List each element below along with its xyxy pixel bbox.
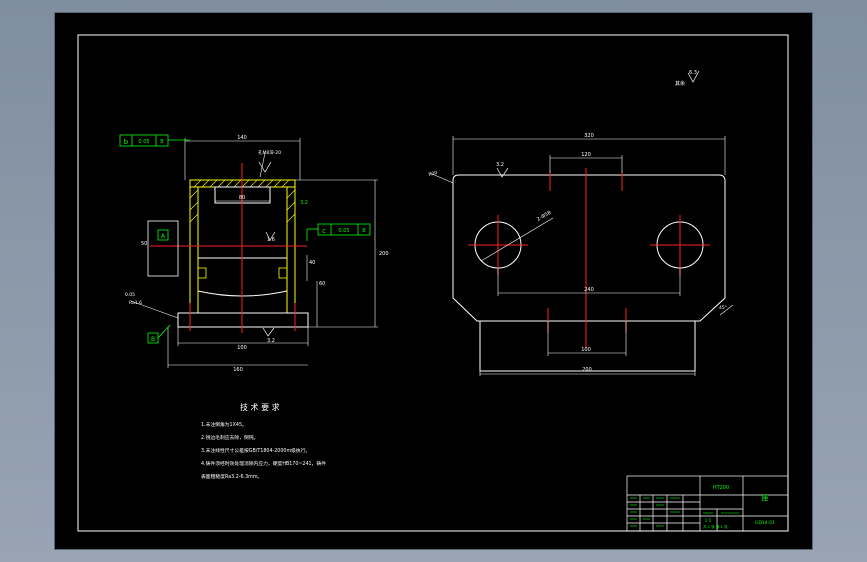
- tech-item-4: 4.铸件须经时效处理消除内应力，硬度HB170~241，铸件: [201, 460, 326, 467]
- roughness-symbol-a: [265, 231, 276, 241]
- small-note: Ra1.6: [129, 300, 142, 306]
- tech-item-2: 2.锐边毛刺应去除，倒钝。: [201, 434, 258, 441]
- drawing-number: GD14-01: [755, 520, 775, 526]
- corner-radius: R20: [428, 170, 438, 178]
- datum-b-ref: B: [160, 139, 164, 145]
- chamfer-angle: 45°: [719, 305, 727, 311]
- datum-c-value: 0.05: [338, 228, 349, 234]
- dim-lower-height: 60: [319, 281, 325, 287]
- roughness-value-b: 3.2: [267, 338, 275, 344]
- left-dimensions: [167, 138, 378, 368]
- dim-base-outer: 160: [233, 367, 243, 373]
- bore-left: [197, 267, 207, 279]
- dim-slot-top: 120: [581, 152, 591, 158]
- datum-a-box: [157, 229, 169, 241]
- cad-drawing: 140 80 100 160 200 40 60 50 孔M8深-20 1.6 …: [55, 13, 812, 549]
- datum-a-letter: A: [161, 233, 166, 240]
- drawing-sheet: 140 80 100 160 200 40 60 50 孔M8深-20 1.6 …: [55, 13, 812, 549]
- dim-hole-spacing: 240: [584, 287, 594, 293]
- datum-b-value: 0.05: [138, 139, 149, 145]
- datum-bottom-letter: B: [151, 336, 155, 343]
- sheet-background: [55, 13, 812, 549]
- title-block-fill: [630, 497, 739, 527]
- roughness-value-a: 1.6: [267, 237, 275, 243]
- title-block: [626, 475, 789, 532]
- dim-base-inner: 100: [237, 345, 247, 351]
- roughness-symbol-right: [496, 167, 509, 178]
- datum-c-ref: B: [362, 228, 366, 234]
- roughness-value-c: 3.2: [300, 200, 308, 206]
- general-roughness-symbol: [687, 70, 700, 83]
- datum-c-letter: c: [322, 227, 326, 235]
- bore-right: [278, 267, 288, 279]
- tolerance-frame-b: b 0.05 B: [119, 134, 190, 147]
- tolerance-frame-c: c 0.05 B: [306, 223, 371, 241]
- technical-requirements: 技 术 要 求 1.未注倒角为1X45。 2.锐边毛刺应去除，倒钝。 3.未注线…: [201, 402, 326, 480]
- right-view: 320 120 240 100 200 2-Φ58 R20 45° 3.2 6.…: [428, 70, 734, 376]
- dim-top-width: 140: [237, 135, 247, 141]
- sheet-count: 共 1 张 第 1 张: [703, 524, 728, 529]
- dim-slot-width: 80: [239, 195, 245, 201]
- thread-callout: 孔M8深-20: [258, 149, 281, 156]
- dim-slot-bottom: 100: [581, 347, 591, 353]
- roughness-value-right: 3.2: [496, 162, 504, 168]
- roughness-symbol-b: [262, 327, 275, 337]
- inner-frame: [77, 34, 789, 532]
- dim-plate-width: 320: [584, 133, 594, 139]
- tech-title: 技 术 要 求: [240, 402, 280, 412]
- base-plate: [177, 312, 309, 328]
- left-view: 140 80 100 160 200 40 60 50 孔M8深-20 1.6 …: [119, 134, 389, 373]
- scale: 1:1: [705, 518, 712, 523]
- material: HT200: [713, 485, 729, 491]
- tech-item-1: 1.未注倒角为1X45。: [201, 421, 247, 428]
- general-roughness-value: 6.3: [689, 70, 697, 76]
- tech-item-5: 表面粗糙度Ra3.2-6.3mm。: [201, 473, 262, 480]
- tech-item-3: 3.未注线性尺寸公差按GB/T1804-2000m级执行。: [201, 447, 310, 454]
- dim-base-width: 200: [582, 367, 592, 373]
- plate-outline: [452, 174, 726, 322]
- dim-side: 50: [141, 241, 147, 247]
- side-block: [147, 220, 179, 277]
- part-name: 座: [762, 493, 769, 502]
- right-dimensions: [429, 136, 734, 376]
- datum-b-letter: b: [124, 138, 129, 146]
- general-roughness-note: 其余: [675, 80, 685, 87]
- base-block: [479, 320, 696, 372]
- side-note: 0.05: [125, 292, 135, 298]
- dim-bore-height: 40: [309, 260, 315, 266]
- hatch-lines: [189, 179, 296, 223]
- dim-total-height: 200: [379, 251, 389, 257]
